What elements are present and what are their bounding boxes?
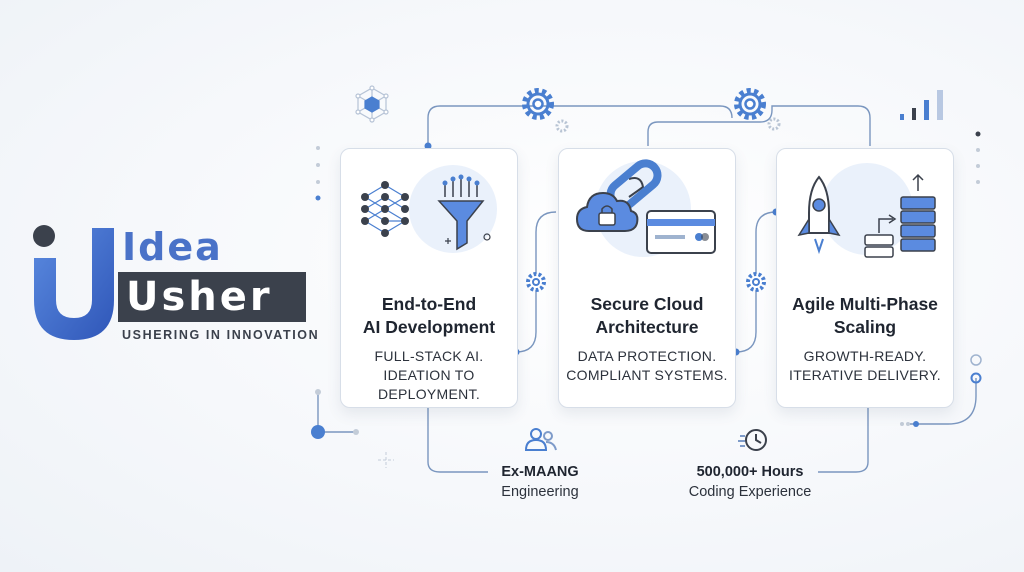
stat-subtitle-hours: Coding Experience — [688, 484, 812, 500]
logo-word-top: Idea — [122, 225, 223, 269]
funnel-icon — [437, 174, 491, 251]
credit-card-icon — [646, 210, 716, 254]
stat-title-engineering: Ex-MAANG — [501, 464, 579, 480]
rocket-icon — [797, 175, 841, 255]
logo-banner — [118, 272, 306, 322]
network-cube-icon — [355, 85, 389, 123]
scaling-illustration — [797, 163, 936, 258]
stat-subtitle-engineering: Engineering — [501, 484, 579, 500]
cloud-security-illustration — [575, 159, 716, 257]
ai-illustration — [361, 165, 497, 253]
logo-tagline: USHERING IN INNOVATION — [122, 328, 320, 342]
cloud-lock-icon — [575, 159, 662, 232]
connector-line-top — [427, 105, 733, 146]
logo-word-bottom: Usher — [126, 274, 273, 320]
logo-u-mark — [33, 225, 114, 340]
clock-icon — [738, 429, 767, 451]
card-description: DATA PROTECTION.COMPLIANT SYSTEMS. — [566, 348, 728, 383]
stat-title-hours: 500,000+ Hours — [696, 464, 804, 480]
neural-network-icon — [361, 181, 409, 237]
gear-icon — [522, 88, 781, 292]
people-icon — [524, 428, 557, 451]
bar-chart-icon — [900, 90, 943, 120]
server-stack-icon — [864, 173, 936, 258]
card-description: GROWTH-READY.ITERATIVE DELIVERY. — [789, 348, 941, 383]
